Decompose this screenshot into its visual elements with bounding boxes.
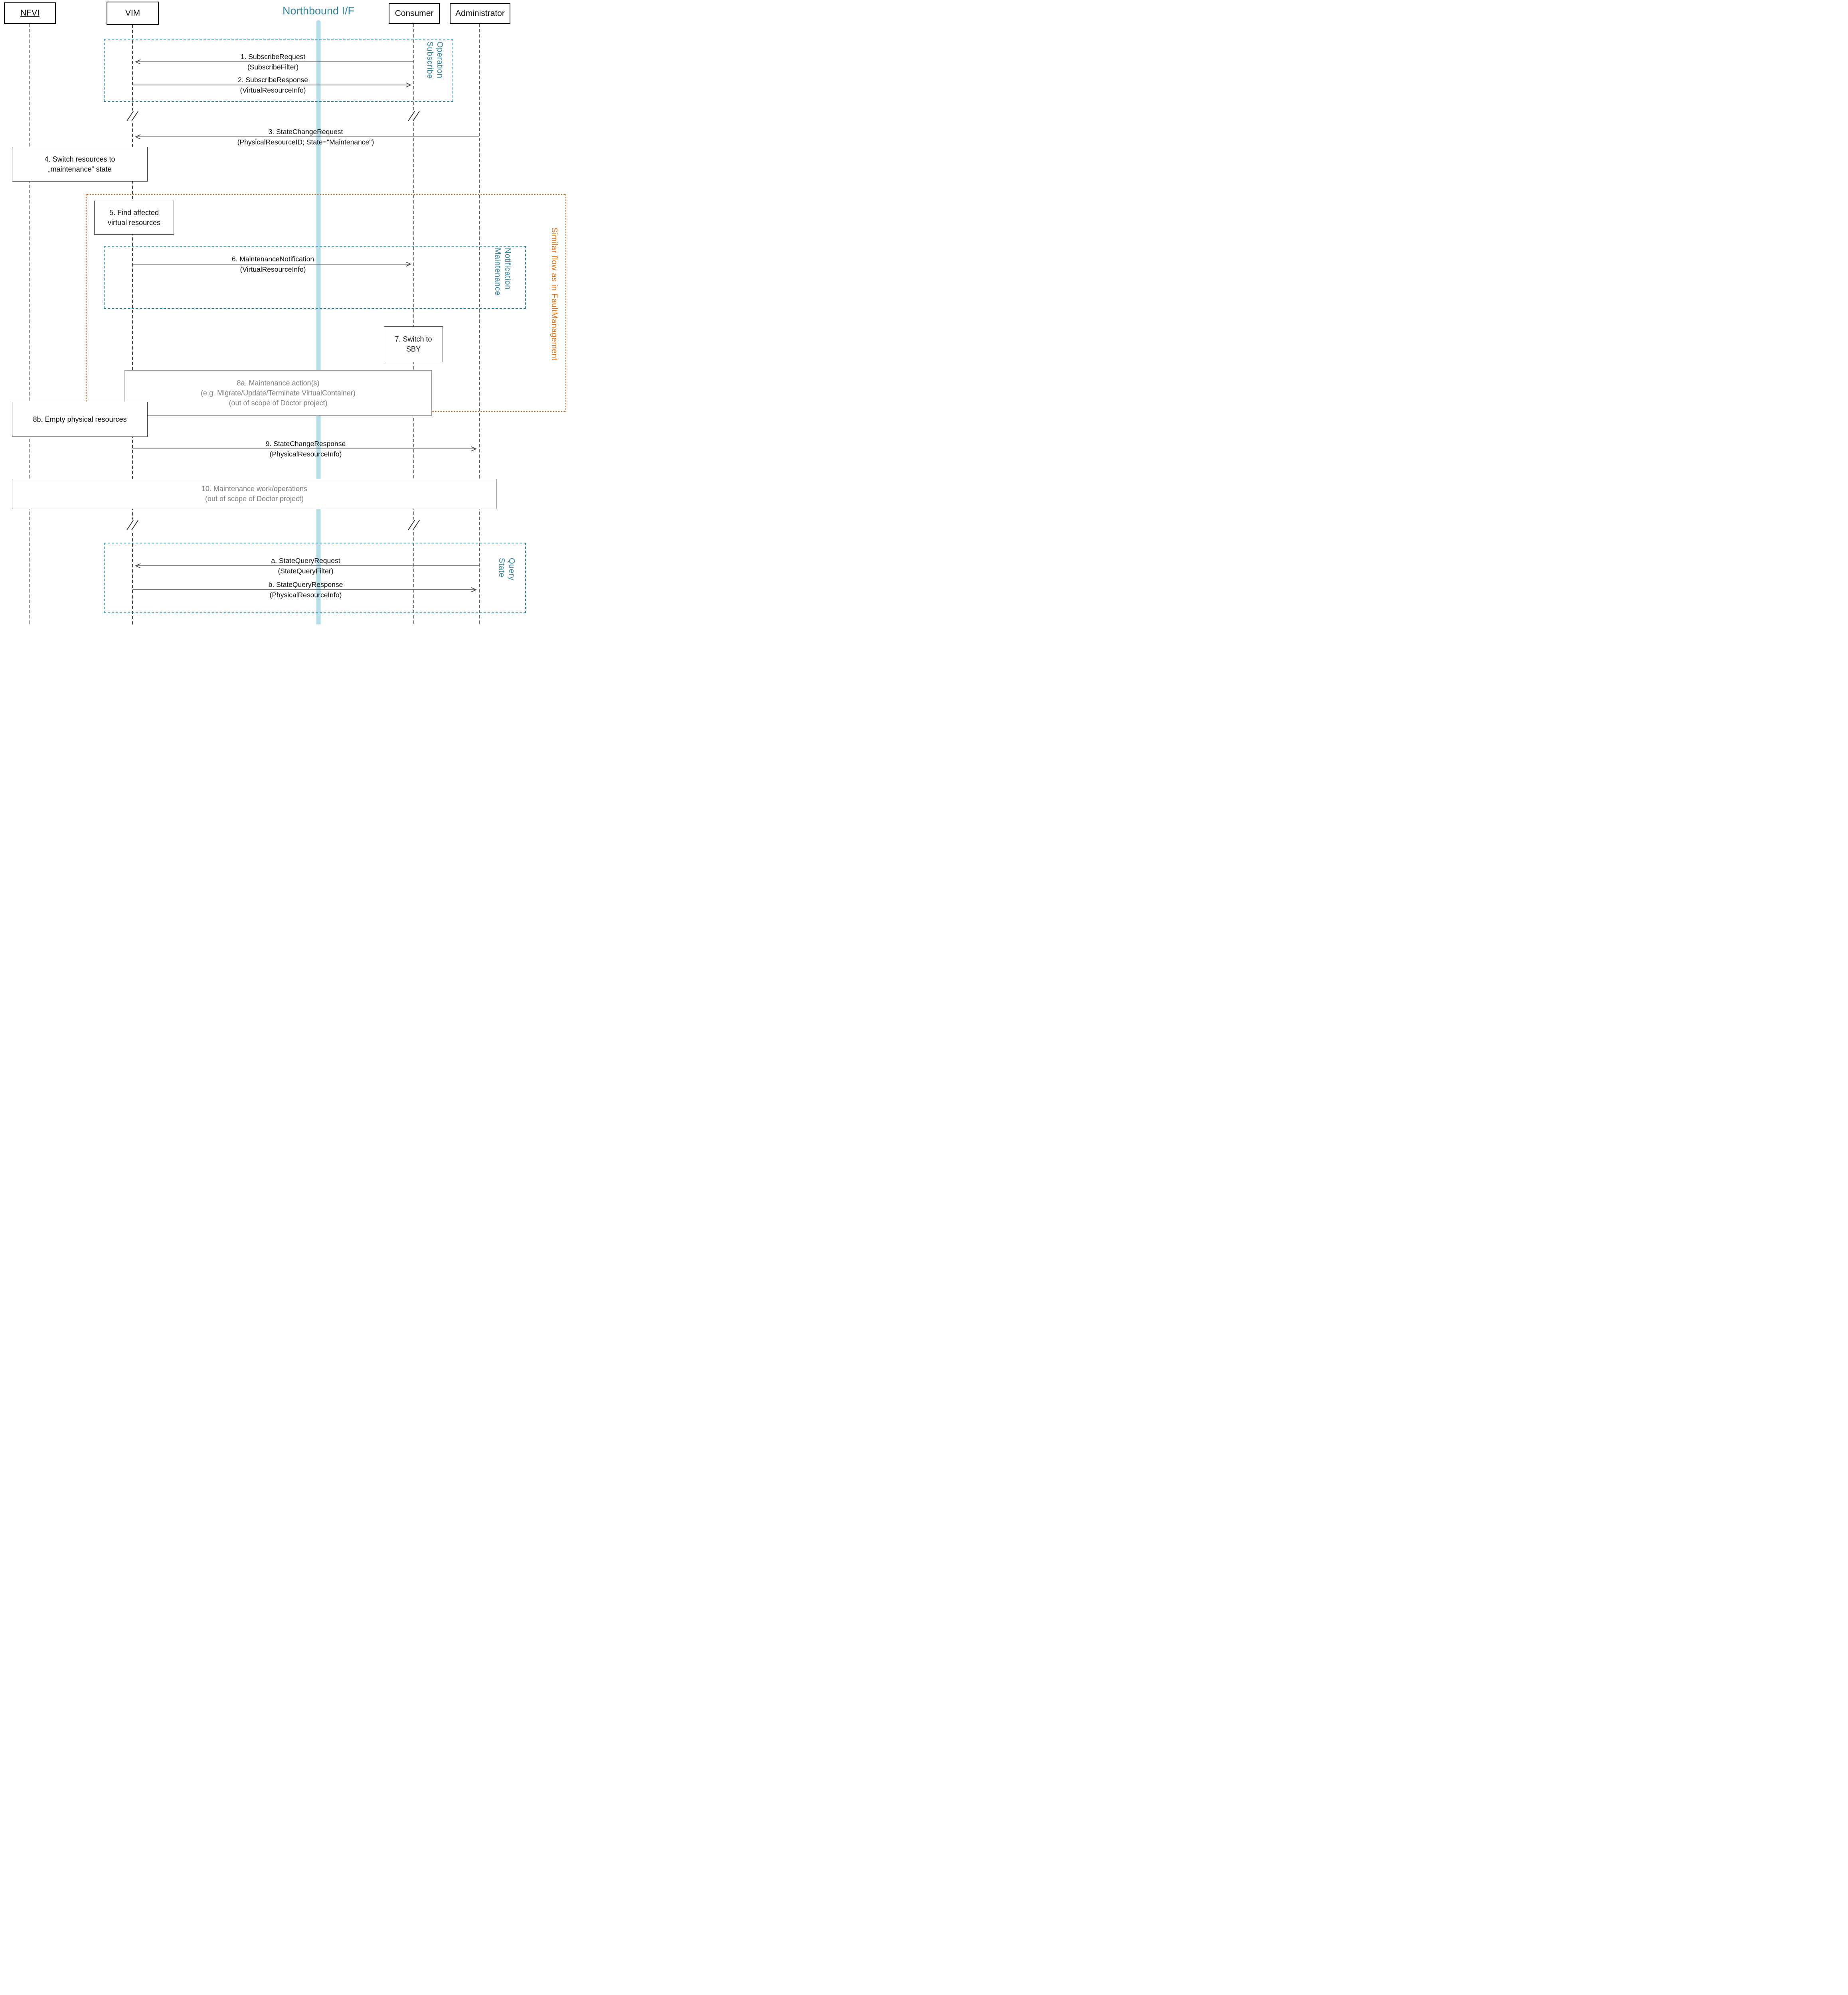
action-5-line1: 5. Find affected — [109, 208, 159, 217]
actor-nfvi-label: NFVI — [20, 8, 40, 18]
subscribe-operation-label-line1: Subscribe — [425, 41, 434, 79]
similar-flow-label: Similar flow as in FaultManagement — [550, 227, 559, 361]
break-mark-consumer-top — [408, 111, 420, 122]
actor-administrator-label: Administrator — [455, 9, 505, 18]
break-mark-consumer-bottom — [408, 519, 420, 531]
actor-administrator: Administrator — [450, 3, 510, 24]
action-switch-to-sby: 7. Switch to SBY — [384, 326, 443, 362]
maintenance-notification-label-line2: Notification — [503, 248, 512, 290]
action-switch-resources-maintenance: 4. Switch resources to „maintenance“ sta… — [12, 147, 148, 182]
action-8a-line1: 8a. Maintenance action(s) — [237, 379, 320, 387]
subscribe-operation-label-line2: Operation — [435, 41, 444, 79]
maintenance-notification-label-line1: Maintenance — [493, 248, 502, 296]
state-query-label: State Query — [496, 558, 516, 581]
action-10-line1: 10. Maintenance work/operations — [201, 485, 308, 493]
actor-consumer-label: Consumer — [395, 9, 434, 18]
action-maintenance-work: 10. Maintenance work/operations (out of … — [12, 479, 497, 509]
maintenance-notification-label: Maintenance Notification — [492, 248, 512, 296]
state-query-label-line2: Query — [507, 558, 516, 581]
action-find-affected-virtual-resources: 5. Find affected virtual resources — [94, 201, 174, 235]
actor-nfvi: NFVI — [4, 2, 56, 24]
actor-vim: VIM — [107, 2, 159, 25]
action-4-line2: „maintenance“ state — [48, 165, 112, 173]
diagram-lines-layer — [29, 20, 480, 624]
state-query-label-line1: State — [497, 558, 506, 578]
action-5-line2: virtual resources — [107, 218, 161, 227]
state-query-frame — [104, 543, 526, 613]
subscribe-operation-label: Subscribe Operation — [425, 41, 445, 79]
maintenance-notification-frame — [104, 246, 526, 309]
subscribe-operation-frame — [104, 39, 453, 102]
actor-consumer: Consumer — [389, 3, 440, 24]
break-mark-vim-bottom — [126, 519, 138, 531]
sequence-diagram: Subscribe Operation Maintenance Notifica… — [0, 0, 567, 624]
actor-vim-label: VIM — [125, 8, 140, 18]
action-maintenance-actions: 8a. Maintenance action(s) (e.g. Migrate/… — [125, 370, 432, 416]
action-8a-line3: (out of scope of Doctor project) — [229, 399, 328, 407]
action-8a-line2: (e.g. Migrate/Update/Terminate VirtualCo… — [201, 389, 356, 397]
action-7-line1: 7. Switch to — [395, 335, 432, 343]
action-8b-line1: 8b. Empty physical resources — [33, 415, 127, 423]
action-7-line2: SBY — [406, 345, 421, 353]
action-empty-physical-resources: 8b. Empty physical resources — [12, 402, 148, 437]
action-10-line2: (out of scope of Doctor project) — [205, 495, 304, 503]
action-4-line1: 4. Switch resources to — [44, 155, 115, 163]
northbound-title: Northbound I/F — [282, 5, 355, 17]
break-mark-vim-top — [126, 111, 138, 122]
